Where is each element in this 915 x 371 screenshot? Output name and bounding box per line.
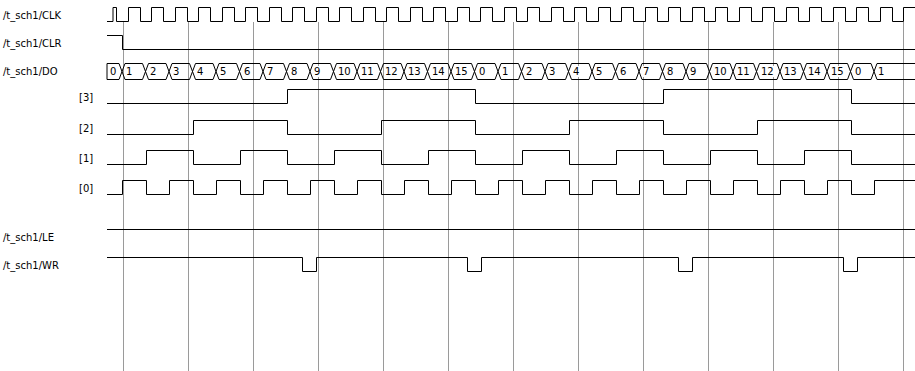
signal-name: /t_sch1/LE [2, 232, 55, 243]
bus-segment [193, 64, 217, 80]
bus-segment [592, 64, 616, 80]
clear-wave [107, 36, 915, 50]
bus-value: 11 [360, 66, 375, 77]
bus-value: 1 [125, 66, 133, 77]
bus-value: 1 [501, 66, 509, 77]
bus-value: 6 [243, 66, 251, 77]
bus-segment [146, 64, 170, 80]
signal-name: [1] [78, 153, 94, 164]
bus-segment [475, 64, 499, 80]
bus-value: 8 [666, 66, 674, 77]
bus-value: 0 [854, 66, 862, 77]
signal-name: [2] [78, 123, 94, 134]
bus-value: 6 [619, 66, 627, 77]
signal-name: /t_sch1/CLR [2, 38, 63, 49]
bus-segment [122, 64, 146, 80]
bus-segment [216, 64, 240, 80]
bus-segment [451, 64, 475, 80]
signal-name: /t_sch1/DO [2, 66, 59, 77]
bus-segment [169, 64, 193, 80]
bus-value: 5 [595, 66, 603, 77]
bit-wave [107, 121, 915, 135]
bit-wave [107, 181, 915, 195]
bus-segment [804, 64, 828, 80]
bus-value: 15 [454, 66, 469, 77]
bus-segment [240, 64, 264, 80]
bus-segment [663, 64, 687, 80]
bus-value: 12 [384, 66, 399, 77]
bus-value: 9 [689, 66, 697, 77]
bus-value: 5 [219, 66, 227, 77]
bus-value: 13 [407, 66, 422, 77]
bus-segment [545, 64, 569, 80]
bus-value: 3 [172, 66, 180, 77]
bus-value: 10 [713, 66, 728, 77]
bus-segment [569, 64, 593, 80]
bus-value: 14 [807, 66, 822, 77]
bus-value: 10 [337, 66, 352, 77]
bit-wave [107, 90, 915, 104]
bus-segment [757, 64, 781, 80]
bit-wave [107, 151, 915, 165]
bus-segment [710, 64, 734, 80]
bus-segment [733, 64, 757, 80]
bus-segment [404, 64, 428, 80]
bus-segment [310, 64, 334, 80]
bus-segment [616, 64, 640, 80]
bus-value: 0 [478, 66, 486, 77]
bus-value: 9 [313, 66, 321, 77]
bus-segment [428, 64, 452, 80]
bus-value: 14 [431, 66, 446, 77]
bus-value: 7 [266, 66, 274, 77]
bus-value: 11 [736, 66, 751, 77]
bus-value: 2 [149, 66, 157, 77]
bus-segment [639, 64, 663, 80]
bus-value: 4 [572, 66, 580, 77]
bus-segment [263, 64, 287, 80]
bus-segment [780, 64, 804, 80]
bus-value: 12 [760, 66, 775, 77]
write-wave [107, 258, 915, 272]
bus-value: 3 [548, 66, 556, 77]
bus-segment [381, 64, 405, 80]
bus-segment [851, 64, 875, 80]
bus-segment [874, 64, 915, 80]
bus-segment [686, 64, 710, 80]
bus-segment [357, 64, 381, 80]
bus-value: 13 [783, 66, 798, 77]
clock-wave [107, 8, 915, 22]
bus-value: 1 [877, 66, 885, 77]
bus-value: 4 [196, 66, 204, 77]
signal-name: [0] [78, 183, 94, 194]
bus-segment [522, 64, 546, 80]
bus-segment [498, 64, 522, 80]
signal-name: [3] [78, 92, 94, 103]
bus-value: 8 [290, 66, 298, 77]
bus-segment [287, 64, 311, 80]
signal-name: /t_sch1/WR [2, 260, 60, 271]
bus-value: 7 [642, 66, 650, 77]
bus-segment [334, 64, 358, 80]
bus-segment [107, 64, 122, 80]
bus-value: 2 [525, 66, 533, 77]
bus-value: 0 [109, 66, 117, 77]
bus-segment [827, 64, 851, 80]
signal-name: /t_sch1/CLK [2, 10, 62, 21]
latch-enable-wave [107, 229, 915, 230]
bus-value: 15 [830, 66, 845, 77]
